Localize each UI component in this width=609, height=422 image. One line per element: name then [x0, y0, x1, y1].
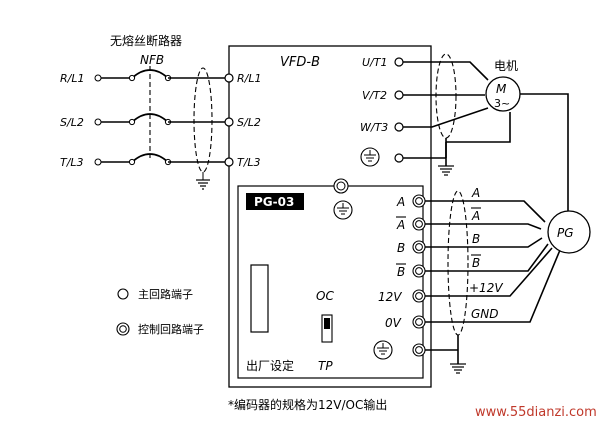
encoder-signal-a: A	[471, 186, 480, 200]
output-ground-icon	[438, 165, 454, 176]
input-terminal-r: R/L1	[237, 72, 261, 85]
input-shield	[193, 67, 213, 173]
legend-main-terminal: 主回路端子	[138, 288, 193, 301]
output-terminals	[394, 57, 404, 163]
encoder-signal-12v: +12V	[469, 281, 503, 295]
pg-card-box	[237, 185, 424, 379]
encoder-label: PG	[557, 226, 574, 240]
input-terminals	[224, 73, 234, 167]
encoder-signal-b: B	[472, 232, 480, 246]
pg-connector-slot	[250, 264, 269, 333]
input-terminal-t: T/L3	[237, 156, 261, 169]
legend-control-terminal: 控制回路端子	[138, 322, 204, 336]
pg-terminal-12v: 12V	[378, 290, 402, 304]
output-terminal-v: V/T2	[362, 89, 387, 102]
pg-top-terminal-icon	[333, 178, 349, 194]
pg-terminal-0v: 0V	[385, 316, 402, 330]
motor-letter: M	[496, 82, 507, 96]
factory-setting-label: 出厂设定	[246, 358, 294, 373]
pg-terminal-b: B	[397, 241, 405, 255]
watermark: www.55dianzi.com	[475, 405, 597, 420]
control-terminal-icon	[116, 322, 130, 336]
output-wires	[403, 61, 511, 159]
footnote: *编码器的规格为12V/OC输出	[228, 397, 387, 412]
pg-card-label: PG-03	[254, 195, 294, 209]
pg-terminal-a-bar: A	[396, 218, 405, 232]
encoder-symbol	[547, 210, 591, 254]
output-terminal-u: U/T1	[362, 56, 387, 69]
encoder-signal-a-bar: A	[471, 209, 480, 223]
output-shield	[435, 53, 457, 139]
oc-label: OC	[316, 289, 334, 303]
motor-phase: 3~	[494, 97, 510, 110]
pg-terminal-a: A	[396, 195, 405, 209]
motor-title: 电机	[494, 59, 518, 73]
output-terminal-w: W/T3	[360, 121, 388, 134]
breaker-code: NFB	[140, 53, 164, 67]
main-terminal-icon	[117, 288, 129, 300]
vfd-label: VFD-B	[280, 55, 320, 70]
supply-label-s: S/L2	[60, 116, 84, 129]
pg-ground-icon-bottom	[373, 340, 393, 360]
input-power-lines	[94, 66, 226, 166]
supply-label-r: R/L1	[60, 72, 84, 85]
input-terminal-s: S/L2	[237, 116, 261, 129]
vfd-ground-icon	[360, 147, 380, 167]
encoder-signal-gnd: GND	[471, 307, 499, 321]
motor-encoder-coupling	[520, 93, 569, 212]
supply-label-t: T/L3	[60, 156, 84, 169]
pg-ground-icon	[450, 363, 466, 374]
pg-label-box	[246, 193, 304, 210]
pg-terminals	[412, 194, 426, 357]
pg-ground-icon-top	[333, 200, 353, 220]
encoder-signal-wires	[425, 200, 561, 351]
pg-terminal-b-bar: B	[397, 265, 405, 279]
tp-label: TP	[318, 359, 333, 373]
oc-tp-dip-switch	[321, 314, 333, 343]
input-ground-icon	[196, 179, 210, 190]
encoder-signal-b-bar: B	[472, 256, 480, 270]
vfd-outline	[228, 45, 432, 388]
breaker-title: 无熔丝断路器	[110, 33, 182, 48]
pg-shield	[447, 190, 469, 336]
